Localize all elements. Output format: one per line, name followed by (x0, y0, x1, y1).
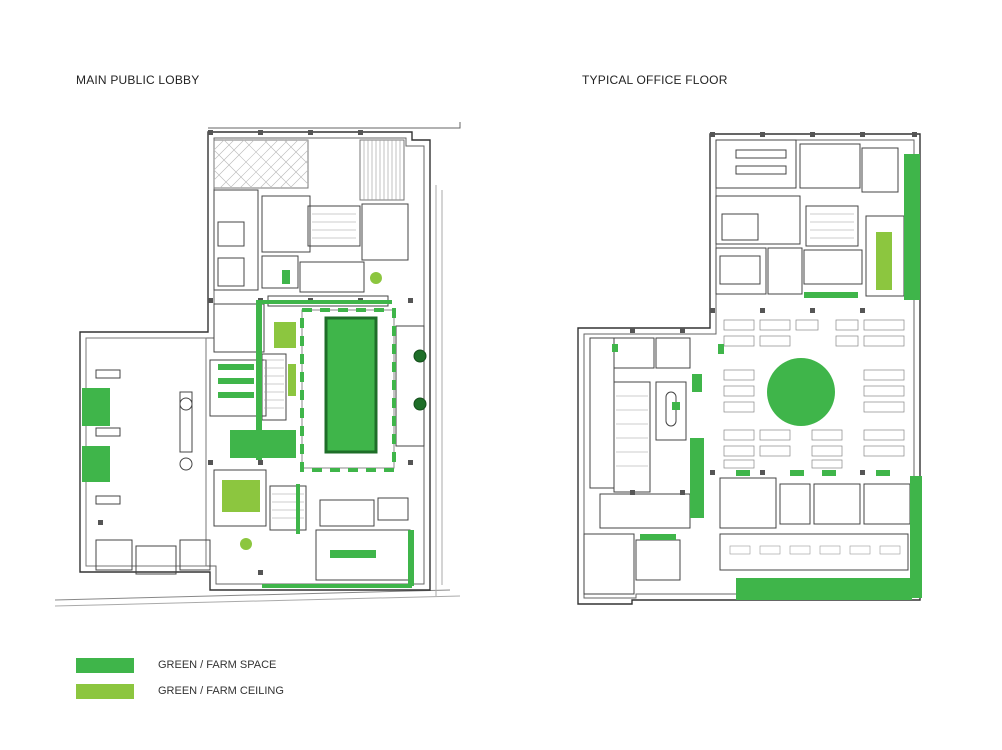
green-area (718, 344, 724, 354)
green-area (822, 470, 836, 476)
green-area (296, 484, 300, 534)
green-area (262, 584, 412, 588)
green-area (736, 578, 912, 600)
ceiling-area (222, 480, 260, 512)
ceiling-area (876, 232, 892, 290)
ceiling-area (274, 322, 296, 348)
office-farm-ceiling (876, 232, 892, 290)
lobby-water-feature (324, 316, 378, 454)
green-area (282, 270, 290, 284)
lobby-plan (54, 122, 461, 607)
green-area (230, 430, 296, 458)
legend-swatch-farm-space (76, 658, 134, 673)
ceiling-area (370, 272, 382, 284)
lobby-plan-title: MAIN PUBLIC LOBBY (76, 73, 200, 87)
lobby-trees (413, 349, 427, 411)
office-plan (577, 132, 921, 605)
green-area (640, 534, 676, 540)
green-area (262, 300, 392, 304)
legend-label-farm-space: GREEN / FARM SPACE (158, 659, 277, 671)
green-area (904, 154, 920, 300)
office-farm-space (612, 154, 922, 600)
green-area (256, 300, 262, 460)
green-area (82, 446, 110, 482)
green-area (82, 388, 110, 426)
lobby-dashed-border (300, 308, 396, 472)
ceiling-area (240, 538, 252, 550)
lobby-farm-space (82, 270, 414, 588)
green-area (876, 470, 890, 476)
legend-swatch-farm-ceiling (76, 684, 134, 699)
green-area (804, 292, 858, 298)
green-area (672, 402, 680, 410)
green-area (910, 476, 922, 598)
green-area (218, 392, 254, 398)
green-area (330, 550, 376, 558)
legend-label-farm-ceiling: GREEN / FARM CEILING (158, 685, 284, 697)
green-area (218, 364, 254, 370)
green-area (790, 470, 804, 476)
ceiling-area (288, 364, 296, 396)
green-area (690, 438, 704, 518)
green-area (218, 378, 254, 384)
green-area (692, 374, 702, 392)
lobby-farm-ceiling (222, 272, 382, 550)
green-area (408, 530, 414, 586)
office-plan-title: TYPICAL OFFICE FLOOR (582, 73, 728, 87)
green-area (612, 344, 618, 352)
green-area (736, 470, 750, 476)
green-area (767, 358, 835, 426)
